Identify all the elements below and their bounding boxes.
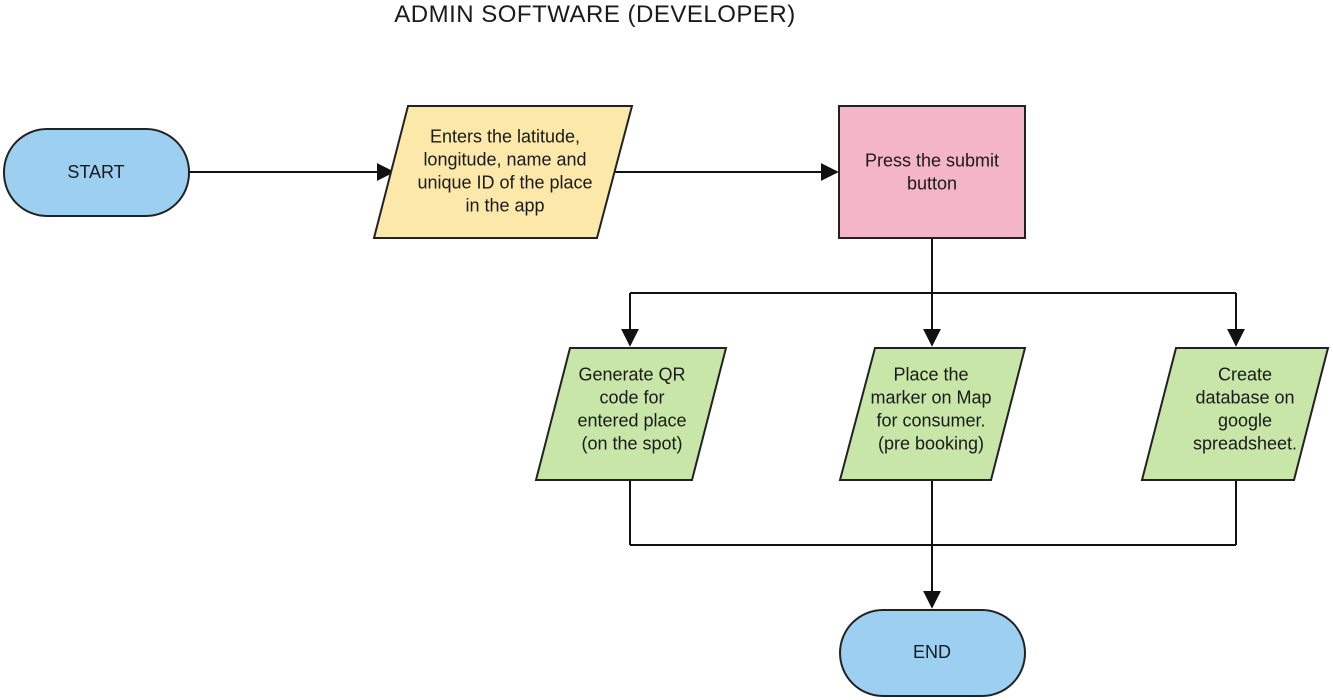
submit-label-line: Press the submit xyxy=(865,151,999,171)
enter-data-label: Enters the latitude, longitude, name and u… xyxy=(417,127,592,216)
end-label: END xyxy=(913,642,951,662)
submit-label: Press the submit button xyxy=(865,151,999,194)
enter-label-line: in the app xyxy=(465,196,544,216)
marker-label-line: (pre booking) xyxy=(878,434,984,454)
enter-label-line: unique ID of the place xyxy=(417,173,592,193)
marker-shape xyxy=(838,347,1027,481)
marker-label-line: marker on Map xyxy=(870,388,991,408)
end-shape xyxy=(839,609,1026,697)
enter-label-line: Enters the latitude, xyxy=(430,127,580,147)
database-node: Create database on google spreadsheet. xyxy=(1140,347,1330,481)
qr-label-line: (on the spot) xyxy=(581,434,682,454)
qr-shape xyxy=(534,347,728,481)
diagram-title: ADMIN SOFTWARE (DEVELOPER) xyxy=(394,1,795,28)
start-shape xyxy=(3,128,190,217)
enter-data-node: Enters the latitude, longitude, name and u… xyxy=(372,105,634,239)
submit-node: Press the submit button xyxy=(838,105,1026,239)
db-label-line: google xyxy=(1218,411,1272,431)
db-label-line: Create xyxy=(1218,365,1272,385)
qr-label: Generate QR code for entered place (on the … xyxy=(577,365,686,454)
submit-shape xyxy=(838,105,1026,239)
db-label-line: database on xyxy=(1195,388,1294,408)
qr-label-line: Generate QR xyxy=(578,365,685,385)
qr-label-line: entered place xyxy=(577,411,686,431)
db-label-line: spreadsheet. xyxy=(1193,434,1297,454)
qr-label-line: code for xyxy=(599,388,664,408)
database-shape xyxy=(1140,347,1330,481)
qr-node: Generate QR code for entered place (on the … xyxy=(534,347,728,481)
marker-label-line: for consumer. xyxy=(876,411,985,431)
marker-label-line: Place the xyxy=(893,365,968,385)
start-node: START xyxy=(3,128,190,217)
marker-label: Place the marker on Map for consumer. (pre … xyxy=(870,365,991,454)
end-label-line: END xyxy=(913,642,951,662)
enter-label-line: longitude, name and xyxy=(423,150,586,170)
start-label: START xyxy=(67,162,124,182)
start-label-line: START xyxy=(67,162,124,182)
database-label: Create database on google spreadsheet. xyxy=(1193,365,1297,454)
enter-data-shape xyxy=(372,105,634,239)
submit-label-line: button xyxy=(907,174,957,194)
end-node: END xyxy=(839,609,1026,697)
marker-node: Place the marker on Map for consumer. (pre … xyxy=(838,347,1027,481)
edges xyxy=(189,163,1245,609)
